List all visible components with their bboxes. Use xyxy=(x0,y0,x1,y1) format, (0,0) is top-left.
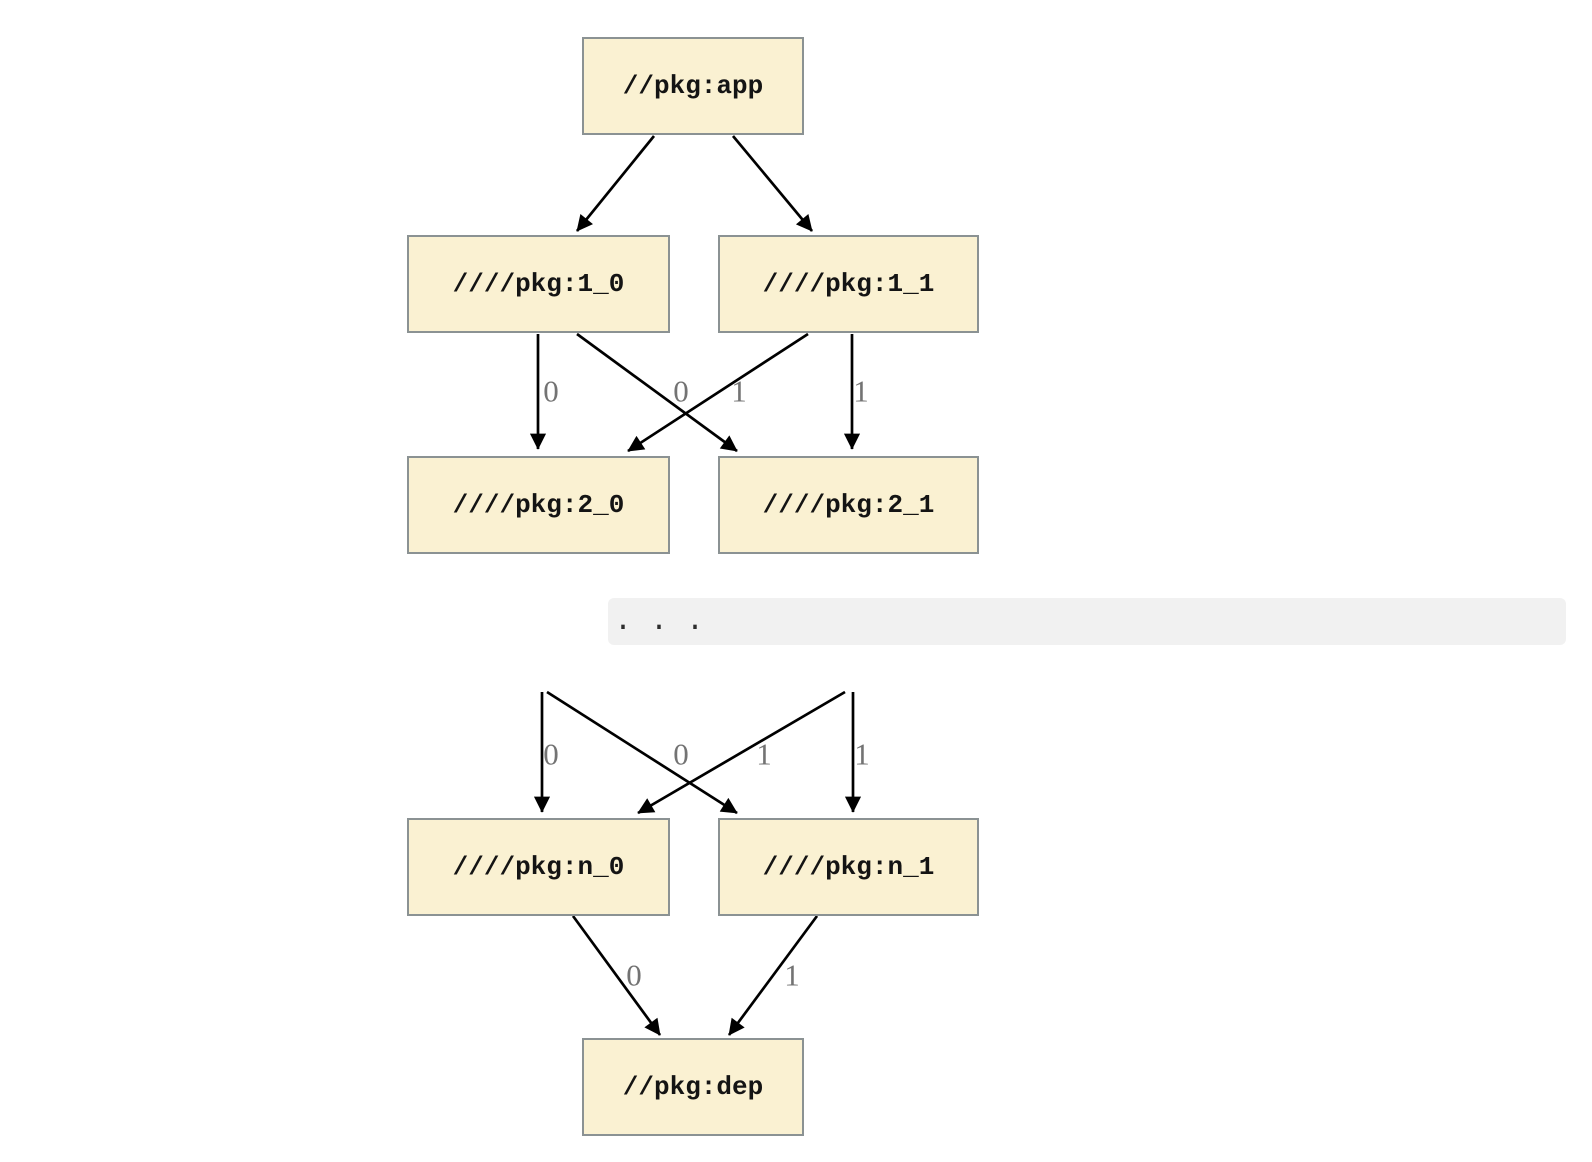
edge-label-n_1-to-dep: 1 xyxy=(784,958,800,993)
graph-node-1_0: ////pkg:1_0 xyxy=(407,235,670,333)
edge-ellipsis-to-n_0 xyxy=(637,690,846,815)
graph-node-label: ////pkg:n_1 xyxy=(762,852,935,882)
graph-node-label: ////pkg:n_0 xyxy=(452,852,625,882)
edge-ellipsis-to-n_1 xyxy=(546,690,738,815)
graph-node-label: ////pkg:1_0 xyxy=(452,269,625,299)
graph-node-label: ////pkg:2_1 xyxy=(762,490,935,520)
graph-node-n_0: ////pkg:n_0 xyxy=(407,818,670,916)
edge-n_1-to-dep xyxy=(727,915,819,1036)
edge-n_0-to-dep xyxy=(571,915,662,1036)
edge-1_0-to-2_1 xyxy=(576,332,738,453)
graph-node-2_0: ////pkg:2_0 xyxy=(407,456,670,554)
edge-label-n_0-to-dep: 0 xyxy=(626,958,642,993)
graph-node-1_1: ////pkg:1_1 xyxy=(718,235,979,333)
edge-label-ellipsis-to-n_1: 1 xyxy=(854,737,870,772)
edge-1_1-to-2_0 xyxy=(627,332,809,453)
graph-node-dep: //pkg:dep xyxy=(582,1038,804,1136)
graph-node-app: //pkg:app xyxy=(582,37,804,135)
ellipsis-text: . . . xyxy=(614,604,705,639)
edge-label-1_0-to-2_0: 0 xyxy=(543,374,559,409)
edge-label-ellipsis-to-n_1: 1 xyxy=(756,737,772,772)
graph-node-n_1: ////pkg:n_1 xyxy=(718,818,979,916)
edge-app-to-1_1 xyxy=(731,135,814,232)
edge-label-ellipsis-to-n_0: 0 xyxy=(543,737,559,772)
graph-node-label: //pkg:app xyxy=(622,71,764,101)
graph-node-label: //pkg:dep xyxy=(622,1072,764,1102)
edge-label-1_0-to-2_1: 1 xyxy=(731,374,747,409)
graph-node-label: ////pkg:2_0 xyxy=(452,490,625,520)
edge-app-to-1_0 xyxy=(575,135,656,232)
ellipsis-code-block: . . . xyxy=(608,598,1566,645)
edge-label-ellipsis-to-n_0: 0 xyxy=(673,737,689,772)
graph-node-2_1: ////pkg:2_1 xyxy=(718,456,979,554)
graph-node-label: ////pkg:1_1 xyxy=(762,269,935,299)
edge-label-1_1-to-2_0: 0 xyxy=(673,374,689,409)
edge-label-1_1-to-2_1: 1 xyxy=(853,374,869,409)
